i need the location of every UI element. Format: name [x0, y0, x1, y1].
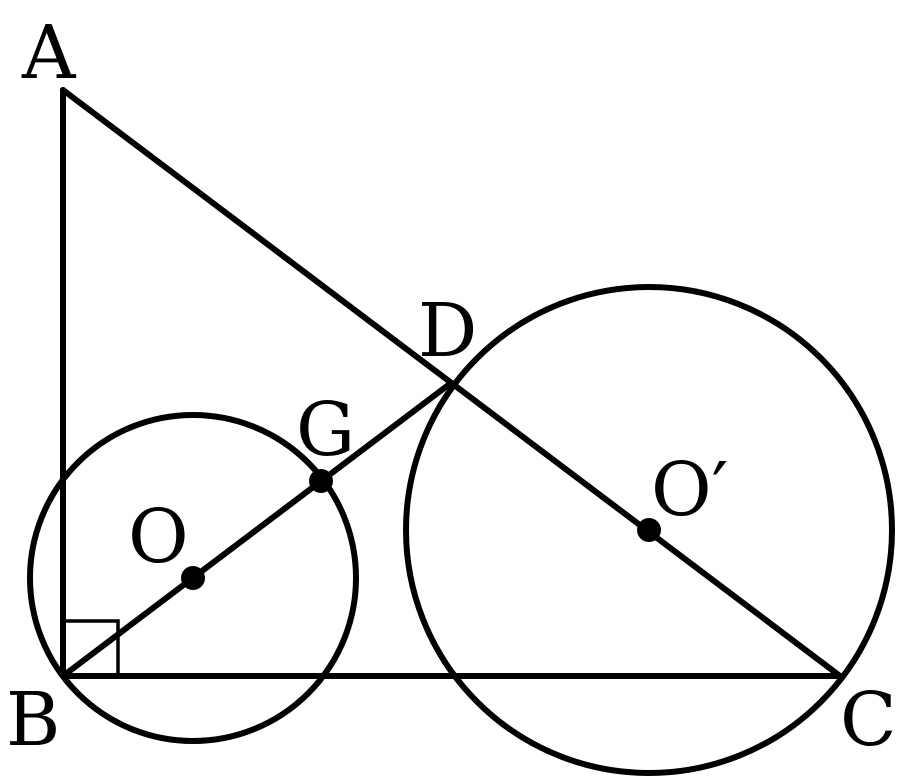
- circle-O: [27, 412, 359, 744]
- label-C: C: [840, 677, 897, 763]
- label-A: A: [21, 10, 77, 96]
- right-angle-marker: [63, 619, 120, 676]
- label-O: O: [128, 494, 189, 580]
- point-O: [181, 566, 205, 590]
- label-G: G: [296, 387, 355, 473]
- segment-BD: [60, 380, 454, 679]
- label-D: D: [418, 288, 477, 374]
- point-O-prime: [637, 518, 661, 542]
- label-O-prime: O′: [651, 447, 728, 533]
- label-B: B: [6, 677, 60, 763]
- circle-O-prime: [403, 284, 895, 776]
- point-G: [309, 469, 333, 493]
